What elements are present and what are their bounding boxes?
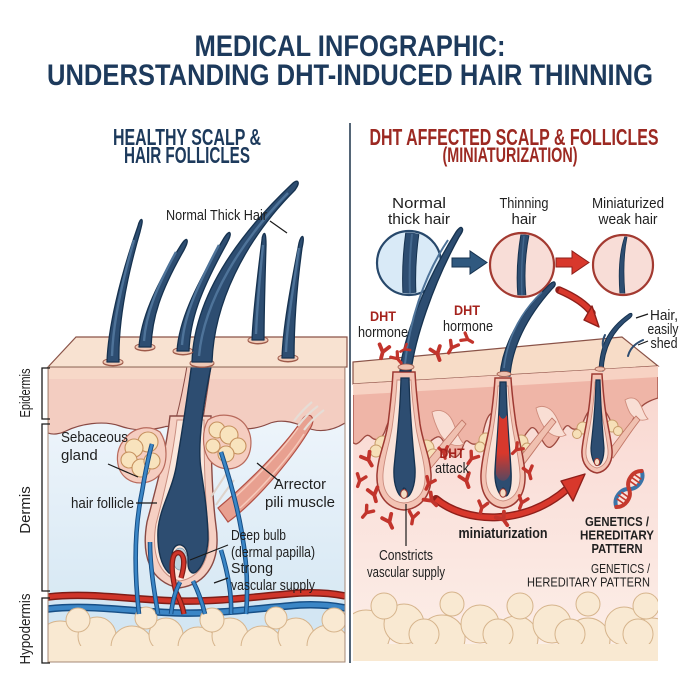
svg-text:hair follicle: hair follicle [71, 495, 134, 512]
svg-text:DHT AFFECTED SCALP & FOLLICLES: DHT AFFECTED SCALP & FOLLICLES [370, 124, 659, 150]
svg-text:easily: easily [648, 321, 679, 338]
svg-text:gland: gland [61, 447, 98, 464]
svg-text:DHT: DHT [440, 445, 465, 461]
svg-text:Miniaturized: Miniaturized [592, 195, 664, 212]
svg-text:Hair,: Hair, [650, 307, 678, 324]
svg-text:(dermal papilla): (dermal papilla) [231, 544, 315, 561]
svg-text:MEDICAL INFOGRAPHIC:: MEDICAL INFOGRAPHIC: [195, 30, 506, 63]
svg-text:hormone: hormone [443, 318, 493, 335]
svg-text:hormone: hormone [358, 324, 408, 341]
svg-text:weak hair: weak hair [598, 211, 658, 228]
svg-text:thick hair: thick hair [388, 211, 450, 228]
svg-text:Sebaceous: Sebaceous [61, 429, 128, 446]
svg-text:Normal: Normal [392, 195, 446, 212]
svg-text:Deep bulb: Deep bulb [231, 527, 286, 544]
svg-text:HEALTHY SCALP &: HEALTHY SCALP & [113, 124, 261, 150]
svg-text:miniaturization: miniaturization [459, 525, 548, 542]
svg-text:HEREDITARY: HEREDITARY [580, 528, 654, 543]
svg-text:GENETICS /: GENETICS / [591, 561, 650, 576]
svg-text:hair: hair [511, 211, 536, 228]
svg-text:Strong: Strong [231, 560, 273, 577]
svg-text:Hypodermis: Hypodermis [17, 594, 34, 665]
svg-text:Epidermis: Epidermis [17, 369, 34, 418]
svg-text:vascular supply: vascular supply [231, 577, 315, 594]
svg-text:HEREDITARY PATTERN: HEREDITARY PATTERN [527, 575, 650, 590]
svg-text:vascular supply: vascular supply [367, 564, 445, 581]
svg-text:pili muscle: pili muscle [265, 494, 335, 511]
svg-text:Dermis: Dermis [17, 486, 34, 534]
svg-text:Arrector: Arrector [274, 476, 326, 493]
svg-text:UNDERSTANDING DHT-INDUCED HAIR: UNDERSTANDING DHT-INDUCED HAIR THINNING [47, 59, 653, 92]
svg-text:GENETICS /: GENETICS / [585, 514, 649, 529]
svg-text:(MINIATURIZATION): (MINIATURIZATION) [443, 144, 578, 167]
svg-text:HAIR FOLLICLES: HAIR FOLLICLES [124, 142, 250, 168]
svg-text:shed: shed [651, 335, 678, 352]
svg-text:Normal Thick Hair: Normal Thick Hair [166, 207, 267, 224]
svg-text:DHT: DHT [454, 302, 480, 318]
svg-text:PATTERN: PATTERN [592, 541, 643, 556]
svg-text:Constricts: Constricts [379, 547, 433, 564]
svg-text:Thinning: Thinning [500, 195, 549, 212]
svg-text:DHT: DHT [370, 308, 396, 324]
svg-text:attack: attack [435, 460, 469, 477]
